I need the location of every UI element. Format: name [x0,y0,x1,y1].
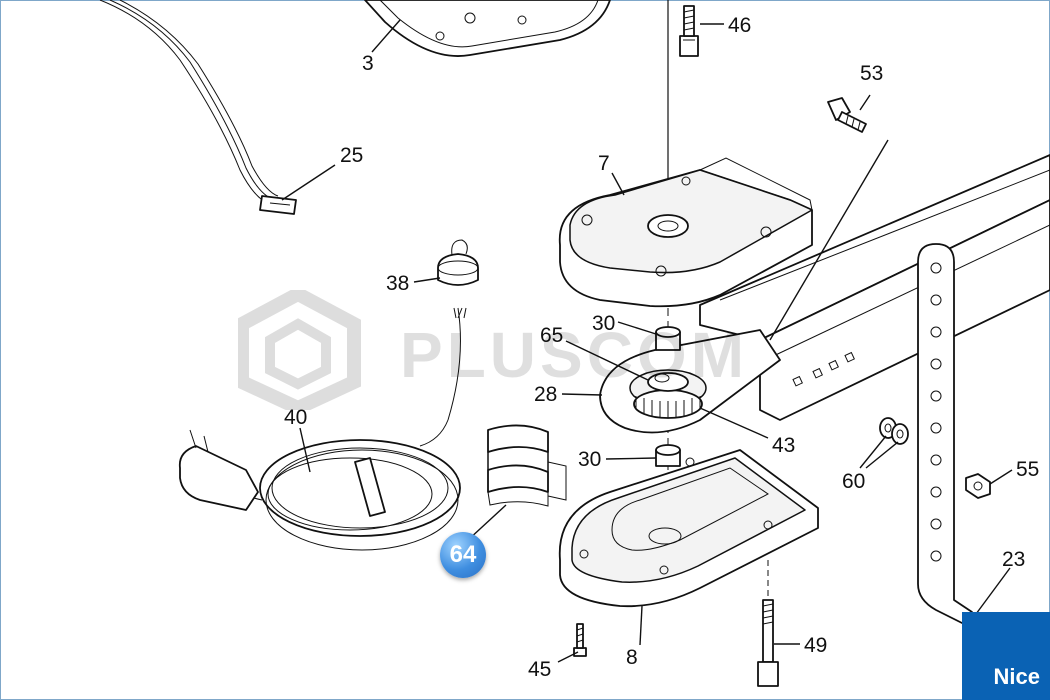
rail-beam [699,154,1050,421]
part-46-screw [679,5,699,57]
label-part-23: 23 [1002,548,1025,571]
label-part-30-upper: 30 [592,312,615,335]
label-part-45: 45 [528,658,551,681]
label-part-3: 3 [362,52,374,75]
label-part-40: 40 [284,406,307,429]
label-part-25: 25 [340,144,363,167]
part-3-cover [364,0,611,57]
leader-lines [281,19,1013,663]
part-64-clamp [487,424,567,507]
part-8-lower-housing [558,449,819,608]
part-30-bushing-upper [655,326,681,351]
label-part-43: 43 [772,434,795,457]
brand-text: Nice [993,664,1040,689]
part-30-bushing-lower [655,444,681,467]
part-38-grommet [437,239,479,286]
label-part-28: 28 [534,383,557,406]
part-49-long-screw [757,560,779,687]
label-part-38: 38 [386,272,409,295]
label-part-30-lower: 30 [578,448,601,471]
label-part-53: 53 [860,62,883,85]
label-part-49: 49 [804,634,827,657]
label-part-55: 55 [1016,458,1039,481]
label-part-8: 8 [626,646,638,669]
part-40-power-cord [178,307,467,551]
part-55-nut [965,473,991,499]
part-60-washers [879,417,909,445]
label-part-65: 65 [540,324,563,347]
label-part-46: 46 [728,14,751,37]
brand-logo: Nice [962,612,1050,700]
part-23-bracket [917,243,973,629]
part-64-badge[interactable]: 64 [440,532,486,578]
part-25-wiring [99,0,297,215]
label-part-7: 7 [598,152,610,175]
part-7-upper-housing [558,157,813,308]
part-53-bolt [827,97,867,133]
part-labels: 3 25 46 53 7 38 30 65 28 43 30 40 60 55 … [284,14,1039,681]
part-28-belt-pulley [599,329,781,434]
label-part-60: 60 [842,470,865,493]
part-45-screw [573,623,587,657]
